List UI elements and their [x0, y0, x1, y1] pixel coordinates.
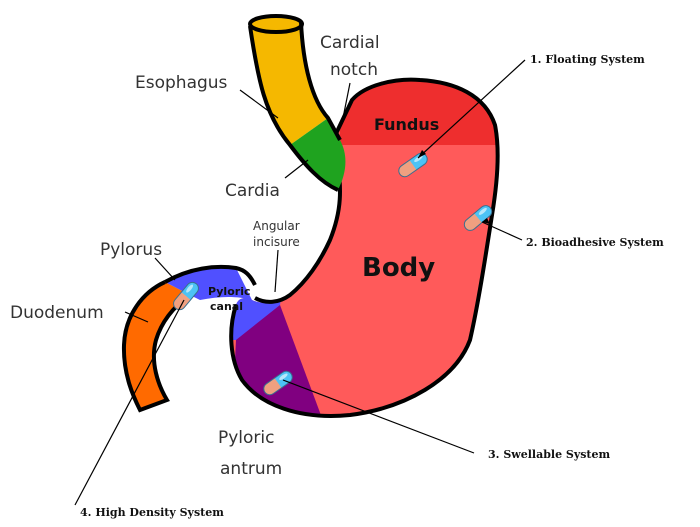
cardial-notch-label: Cardial: [320, 33, 380, 53]
pyloric-antrum-label: Pyloric: [218, 428, 275, 448]
angular-incisure-label: Angular: [253, 219, 300, 233]
floating-system-label: 1. Floating System: [530, 53, 645, 66]
cardial-notch-label-line2: notch: [330, 60, 378, 80]
esophagus-opening: [250, 16, 302, 32]
angular-incisure-label-line2: incisure: [253, 235, 300, 249]
fundus-label: Fundus: [374, 115, 439, 134]
pyloric-canal-label-line2: canal: [210, 300, 243, 313]
pyloric-canal-label: Pyloric: [208, 285, 250, 298]
duodenum-label: Duodenum: [10, 303, 104, 323]
body-label: Body: [362, 253, 435, 283]
high-density-system-label: 4. High Density System: [80, 506, 224, 519]
cardia-label: Cardia: [225, 181, 280, 201]
esophagus-label: Esophagus: [135, 73, 228, 93]
swellable-system-label: 3. Swellable System: [488, 448, 611, 461]
stomach-regions: [180, 70, 510, 430]
pyloric-antrum-label-line2: antrum: [220, 459, 282, 479]
bioadhesive-system-label: 2. Bioadhesive System: [526, 236, 664, 249]
pylorus-label: Pylorus: [100, 240, 162, 260]
